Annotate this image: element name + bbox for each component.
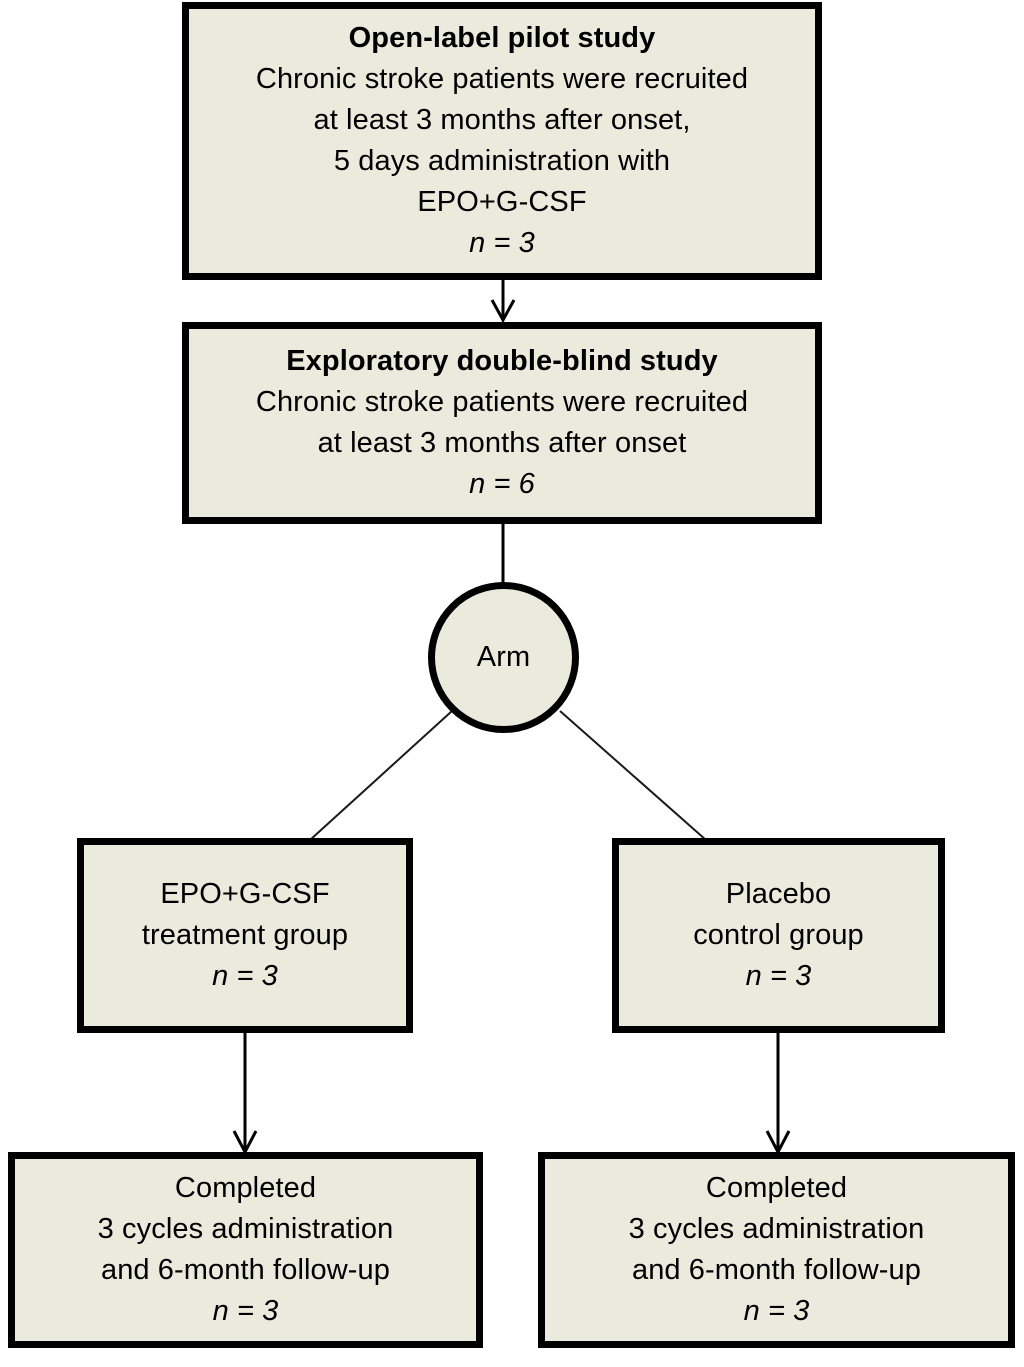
connector-control-to-completed [765, 1033, 791, 1156]
completed-treatment-line-1: Completed [174, 1172, 317, 1204]
node-control-group[interactable]: Placebo control group n = 3 [612, 838, 945, 1033]
completed-control-sample-size: n = 3 [743, 1295, 810, 1327]
treatment-group-line-2: treatment group [141, 919, 349, 951]
completed-treatment-line-2: 3 cycles administration [97, 1213, 394, 1245]
connector-pilot-to-exploratory [490, 280, 516, 324]
node-completed-control[interactable]: Completed 3 cycles administration and 6-… [538, 1152, 1015, 1348]
connector-treatment-to-completed [232, 1033, 258, 1156]
node-exploratory-study[interactable]: Exploratory double-blind study Chronic s… [182, 322, 822, 524]
pilot-study-line-2: Chronic stroke patients were recruited [255, 63, 749, 95]
pilot-study-sample-size: n = 3 [469, 227, 535, 259]
exploratory-study-line-1: Exploratory double-blind study [286, 345, 718, 377]
treatment-group-sample-size: n = 3 [212, 960, 278, 992]
completed-treatment-sample-size: n = 3 [212, 1295, 279, 1327]
connector-arm-to-treatment [309, 710, 453, 841]
exploratory-study-line-3: at least 3 months after onset [317, 427, 687, 459]
completed-control-line-3: and 6-month follow-up [631, 1254, 922, 1286]
exploratory-study-line-2: Chronic stroke patients were recruited [255, 386, 749, 418]
control-group-sample-size: n = 3 [745, 960, 812, 992]
exploratory-study-sample-size: n = 6 [469, 468, 535, 500]
treatment-group-line-1: EPO+G-CSF [160, 878, 330, 910]
completed-treatment-line-3: and 6-month follow-up [100, 1254, 391, 1286]
control-group-line-2: control group [693, 919, 864, 951]
node-arm-circle[interactable]: Arm [428, 582, 579, 733]
completed-control-line-1: Completed [705, 1172, 848, 1204]
pilot-study-line-4: 5 days administration with [333, 145, 671, 177]
control-group-line-1: Placebo [725, 878, 832, 910]
node-treatment-group[interactable]: EPO+G-CSF treatment group n = 3 [77, 838, 413, 1033]
completed-control-line-2: 3 cycles administration [628, 1213, 925, 1245]
connector-arm-to-control [559, 710, 707, 841]
node-pilot-study[interactable]: Open-label pilot study Chronic stroke pa… [182, 2, 822, 280]
arm-label: Arm [476, 641, 531, 673]
pilot-study-line-5: EPO+G-CSF [417, 186, 587, 218]
pilot-study-line-3: at least 3 months after onset, [313, 104, 691, 136]
node-completed-treatment[interactable]: Completed 3 cycles administration and 6-… [8, 1152, 483, 1348]
pilot-study-line-1: Open-label pilot study [348, 22, 656, 54]
